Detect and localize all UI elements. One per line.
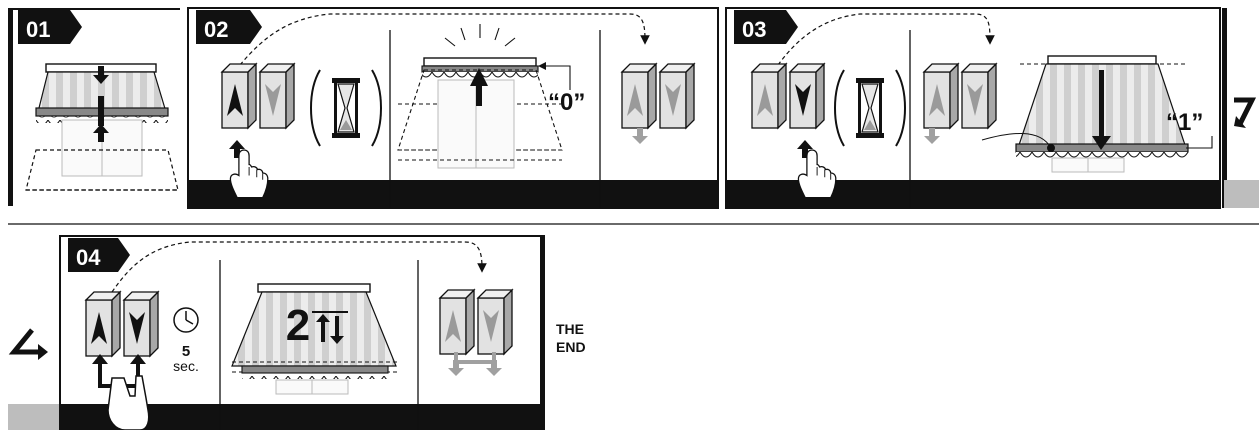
down-button-icon: [123, 291, 159, 357]
down-button-icon: [259, 63, 295, 129]
position-0-label: “0”: [548, 89, 585, 116]
down-button-icon: [789, 63, 825, 129]
step-02-press-up-action: [221, 63, 382, 199]
hold-seconds-value: 5: [182, 343, 190, 360]
hourglass-icon: [310, 69, 382, 147]
up-button-icon: [439, 289, 475, 355]
step-04-awning-illustration: 2: [231, 283, 398, 395]
step-03-awning-illustration: “1”: [981, 55, 1213, 173]
down-button-icon: [477, 289, 513, 355]
up-button-icon: [221, 63, 257, 129]
up-button-icon: [85, 291, 121, 357]
continue-next-row-marker: [1222, 8, 1259, 208]
release-arrow-icon: [924, 128, 940, 144]
up-button-icon: [923, 63, 959, 129]
the-end-label: THE END: [556, 321, 586, 355]
down-button-icon: [659, 63, 695, 129]
hold-seconds-unit: sec.: [173, 358, 199, 374]
the-end-line-1: THE: [556, 321, 584, 337]
step-04-release-buttons: [439, 289, 513, 376]
position-1-label: “1”: [1166, 109, 1203, 136]
hourglass-icon: [834, 69, 906, 147]
step-02-panel: 02: [187, 7, 719, 209]
up-down-cycle-icon: [312, 311, 348, 344]
step-04-press-both-action: 5 sec.: [85, 291, 199, 430]
step-01-awning-illustration: [25, 63, 179, 191]
step-02-release-buttons: [621, 63, 695, 144]
press-count-value: 2: [286, 301, 310, 350]
up-button-icon: [621, 63, 657, 129]
step-02-number: 02: [204, 17, 228, 42]
step-03-panel: 03 “1”: [725, 7, 1221, 209]
two-finger-hand-icon: [107, 375, 150, 430]
step-03-number: 03: [742, 17, 766, 42]
step-01-number: 01: [26, 17, 50, 42]
down-button-icon: [961, 63, 997, 129]
continue-from-previous-row-marker: [8, 328, 60, 430]
the-end-line-2: END: [556, 339, 586, 355]
step-03-press-down-action: [751, 63, 906, 199]
step-04-number: 04: [76, 245, 101, 270]
up-button-icon: [751, 63, 787, 129]
clock-icon: [173, 307, 199, 333]
step-04-panel: 04 5 sec.: [59, 235, 545, 430]
step-02-awning-illustration: “0”: [397, 24, 585, 169]
release-arrow-icon: [632, 128, 648, 144]
step-03-release-buttons: [923, 63, 997, 144]
step-01-panel: 01: [8, 8, 180, 206]
